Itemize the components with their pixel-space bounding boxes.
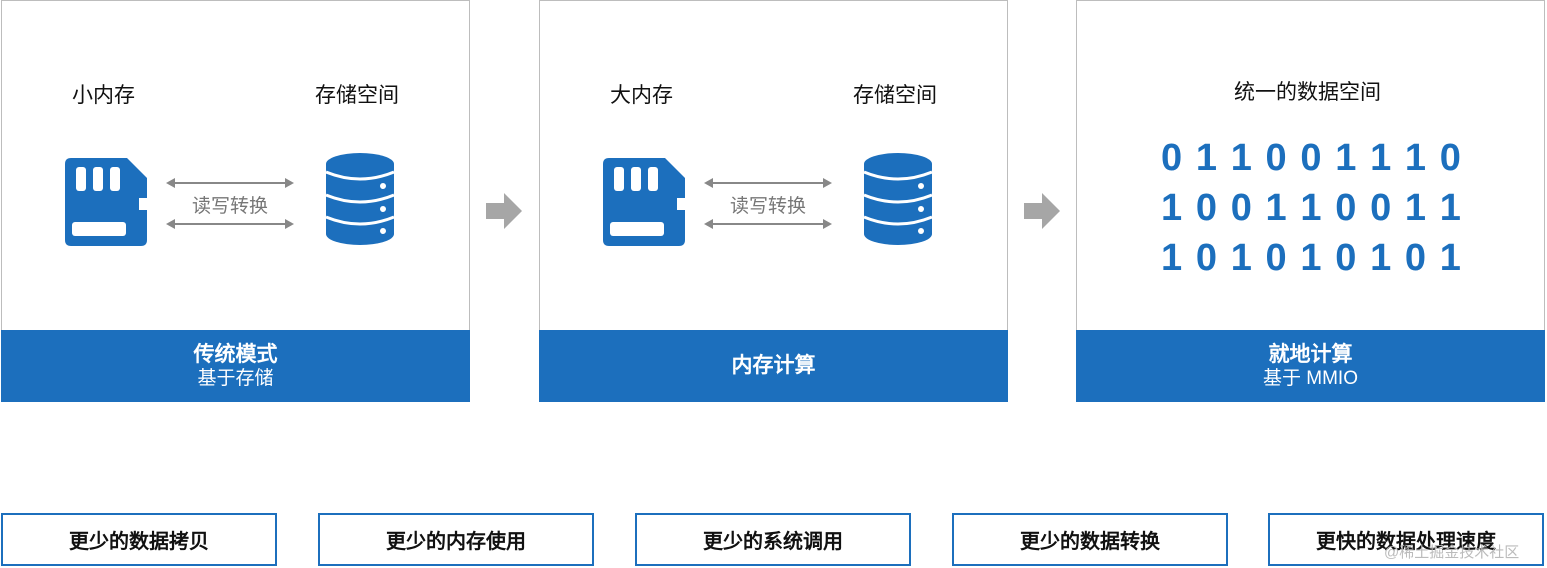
watermark: @稀土掘金技术社区 [1384,544,1520,561]
binary-digit: 1 [1439,237,1461,279]
binary-digit: 1 [1300,237,1322,279]
binary-digit: 1 [1404,187,1427,229]
binary-digit: 1 [1300,187,1322,229]
small-memory-label: 小内存 [72,84,135,107]
benefit-fewer-data-conversions: 更少的数据转换 [952,513,1228,566]
binary-digit: 0 [1161,137,1183,179]
read-write-swap: 读写转换 [704,174,832,234]
binary-digit: 0 [1335,187,1357,229]
binary-digit: 0 [1439,137,1461,179]
panel-footer: 就地计算 基于 MMIO [1076,330,1545,402]
benefit-fewer-system-calls: 更少的系统调用 [635,513,911,566]
binary-digit: 1 [1370,137,1392,179]
double-arrow-icon [704,178,832,229]
binary-digit: 1 [1370,237,1392,279]
benefit-fewer-data-copies: 更少的数据拷贝 [1,513,277,566]
unified-data-space-label: 统一的数据空间 [1234,81,1381,104]
binary-digit: 1 [1161,237,1183,279]
memory-card-icon [603,158,685,246]
database-icon [326,153,394,245]
binary-digit: 1 [1161,187,1183,229]
binary-digit: 0 [1404,237,1427,279]
panel-footer: 传统模式 基于存储 [1,330,470,402]
binary-digit: 1 [1265,187,1287,229]
benefit-faster-processing: 更快的数据处理速度 [1268,513,1544,566]
read-write-swap: 读写转换 [166,174,294,234]
storage-space-label: 存储空间 [315,84,399,107]
storage-space-label: 存储空间 [853,84,937,107]
footer-subtitle: 基于 MMIO [1263,368,1358,389]
right-arrow-icon [486,193,522,229]
read-write-swap-label: 读写转换 [729,196,806,217]
binary-digit: 0 [1230,187,1252,229]
binary-digit: 0 [1265,237,1287,279]
footer-subtitle: 基于存储 [197,368,274,389]
right-arrow-icon [1024,193,1060,229]
binary-digit: 0 [1335,237,1357,279]
panel-traditional: 小内存 存储空间 读写转换 传统模式 基于存储 [1,0,470,402]
benefit-less-memory-usage: 更少的内存使用 [318,513,594,566]
binary-digit: 0 [1195,187,1217,229]
double-arrow-icon [166,178,294,229]
footer-title: 就地计算 [1268,343,1353,366]
binary-digit: 0 [1300,137,1322,179]
database-icon [864,153,932,245]
binary-digit: 1 [1404,137,1427,179]
binary-row: 1 0 0 1 1 0 0 1 1 [1161,183,1461,233]
binary-digit: 1 [1230,137,1252,179]
panel-in-memory: 大内存 存储空间 读写转换 内存计算 [539,0,1008,402]
footer-title: 传统模式 [193,343,278,366]
panel-in-place: 统一的数据空间 0 1 1 0 0 1 1 1 0 1 0 0 1 1 0 0 … [1076,0,1545,402]
binary-grid: 0 1 1 0 0 1 1 1 0 1 0 0 1 1 0 0 1 1 1 0 … [1161,133,1461,283]
binary-row: 0 1 1 0 0 1 1 1 0 [1161,133,1461,183]
binary-digit: 1 [1439,187,1461,229]
binary-row: 1 0 1 0 1 0 1 0 1 [1161,233,1461,283]
binary-digit: 1 [1195,137,1217,179]
large-memory-label: 大内存 [610,84,673,107]
read-write-swap-label: 读写转换 [191,196,268,217]
binary-digit: 0 [1370,187,1392,229]
memory-card-icon [65,158,147,246]
binary-digit: 1 [1335,137,1357,179]
panel-footer: 内存计算 [539,330,1008,402]
footer-title: 内存计算 [731,354,816,377]
binary-digit: 0 [1265,137,1287,179]
binary-digit: 1 [1230,237,1252,279]
binary-digit: 0 [1195,237,1217,279]
